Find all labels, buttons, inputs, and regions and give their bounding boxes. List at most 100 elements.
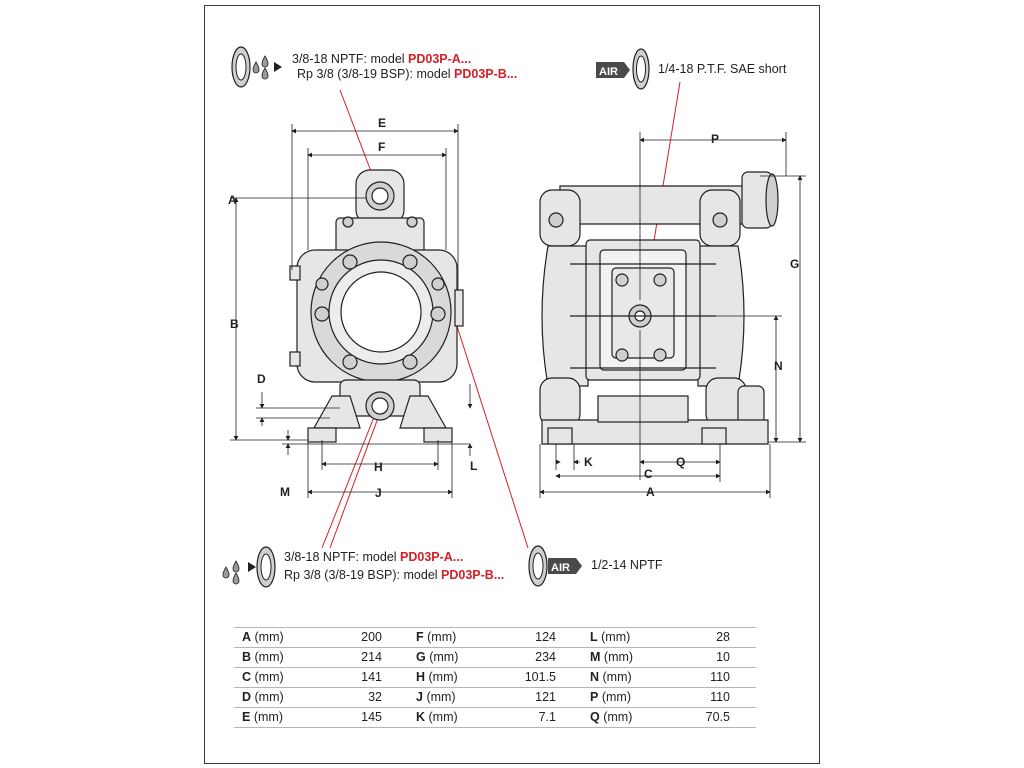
dim-label-a-side: A [646, 485, 655, 499]
air-exhaust-port-icon: AIR [528, 545, 582, 587]
dim-label-m: M [280, 485, 290, 499]
spec-letter: N [590, 670, 600, 684]
fluid-outlet-callout-line2: Rp 3/8 (3/8-19 BSP): model PD03P-B... [284, 568, 504, 583]
air-exhaust-badge-text: AIR [551, 562, 570, 574]
fluid-inlet-thread-a: 3/8-18 NPTF: model [292, 52, 409, 66]
spec-value: 200 [312, 627, 408, 648]
spec-key: D (mm) [234, 687, 312, 708]
spec-unit: (mm) [601, 630, 631, 644]
spec-key: N (mm) [582, 667, 660, 688]
spec-value: 145 [312, 707, 408, 728]
spec-unit: (mm) [429, 650, 459, 664]
spec-letter: K [416, 710, 426, 724]
spec-letter: J [416, 690, 423, 704]
spec-value: 10 [660, 647, 756, 668]
spec-letter: G [416, 650, 426, 664]
spec-unit: (mm) [603, 710, 633, 724]
spec-unit: (mm) [428, 670, 458, 684]
spec-letter: H [416, 670, 426, 684]
fluid-inlet-thread-b: Rp 3/8 (3/8-19 BSP): model [297, 67, 455, 81]
fluid-outlet-thread-b: Rp 3/8 (3/8-19 BSP): model [284, 568, 442, 582]
dim-label-q: Q [676, 455, 685, 469]
fluid-inlet-callout-line2: Rp 3/8 (3/8-19 BSP): model PD03P-B... [297, 67, 517, 82]
dim-label-g: G [790, 257, 799, 271]
spec-key: C (mm) [234, 667, 312, 688]
spec-unit: (mm) [602, 670, 632, 684]
spec-value: 214 [312, 647, 408, 668]
spec-unit: (mm) [603, 650, 634, 664]
dim-label-c: C [644, 467, 653, 481]
spec-letter: L [590, 630, 598, 644]
spec-key: G (mm) [408, 647, 486, 668]
fluid-inlet-port-icon [231, 46, 282, 88]
spec-key: B (mm) [234, 647, 312, 668]
spec-value: 28 [660, 627, 756, 648]
dimension-lines [230, 124, 806, 498]
spec-unit: (mm) [254, 690, 284, 704]
air-inlet-badge-text: AIR [599, 66, 618, 78]
dim-label-b: B [230, 317, 239, 331]
dim-label-j: J [375, 486, 382, 500]
dimension-letters: E F A B D H J L M P G N K C Q A [228, 116, 799, 500]
air-inlet-callout: 1/4-18 P.T.F. SAE short [658, 62, 787, 76]
dim-label-p: P [711, 132, 719, 146]
dim-label-k: K [584, 455, 593, 469]
dim-label-e: E [378, 116, 386, 130]
dim-label-d: D [257, 372, 266, 386]
air-exhaust-callout: 1/2-14 NPTF [591, 558, 663, 572]
spec-value: 110 [660, 687, 756, 708]
spec-key: H (mm) [408, 667, 486, 688]
fluid-outlet-thread-a: 3/8-18 NPTF: model [284, 550, 401, 564]
spec-unit: (mm) [253, 710, 283, 724]
side-view-pump [539, 171, 779, 445]
fluid-outlet-callout-line1: 3/8-18 NPTF: model PD03P-A... [284, 550, 463, 565]
spec-unit: (mm) [426, 690, 456, 704]
dim-label-h: H [374, 460, 383, 474]
spec-letter: Q [590, 710, 600, 724]
spec-value: 7.1 [486, 707, 582, 728]
spec-letter: D [242, 690, 252, 704]
spec-unit: (mm) [601, 690, 631, 704]
spec-value: 121 [486, 687, 582, 708]
spec-unit: (mm) [428, 710, 458, 724]
fluid-outlet-model-b: PD03P-B... [441, 568, 505, 582]
spec-letter: C [242, 670, 252, 684]
spec-key: Q (mm) [582, 707, 660, 728]
dim-label-l: L [470, 459, 477, 473]
spec-unit: (mm) [254, 670, 284, 684]
spec-value: 70.5 [660, 707, 756, 728]
spec-letter: B [242, 650, 252, 664]
fluid-outlet-model-a: PD03P-A... [400, 550, 464, 564]
spec-value: 141 [312, 667, 408, 688]
spec-value: 124 [486, 627, 582, 648]
spec-letter: F [416, 630, 424, 644]
spec-key: F (mm) [408, 627, 486, 648]
dim-label-a-front: A [228, 193, 237, 207]
spec-key: K (mm) [408, 707, 486, 728]
spec-unit: (mm) [254, 650, 284, 664]
dim-label-f: F [378, 140, 385, 154]
spec-unit: (mm) [254, 630, 284, 644]
spec-letter: A [242, 630, 252, 644]
spec-letter: M [590, 650, 601, 664]
spec-value: 110 [660, 667, 756, 688]
spec-unit: (mm) [427, 630, 457, 644]
spec-key: A (mm) [234, 627, 312, 648]
spec-key: E (mm) [234, 707, 312, 728]
spec-value: 32 [312, 687, 408, 708]
spec-value: 234 [486, 647, 582, 668]
spec-value: 101.5 [486, 667, 582, 688]
fluid-inlet-model-a: PD03P-A... [408, 52, 472, 66]
spec-letter: E [242, 710, 251, 724]
spec-key: M (mm) [582, 647, 660, 668]
air-inlet-port-icon: AIR [596, 48, 650, 90]
spec-key: P (mm) [582, 687, 660, 708]
front-view-pump [289, 169, 464, 443]
fluid-inlet-callout-line1: 3/8-18 NPTF: model PD03P-A... [292, 52, 471, 67]
